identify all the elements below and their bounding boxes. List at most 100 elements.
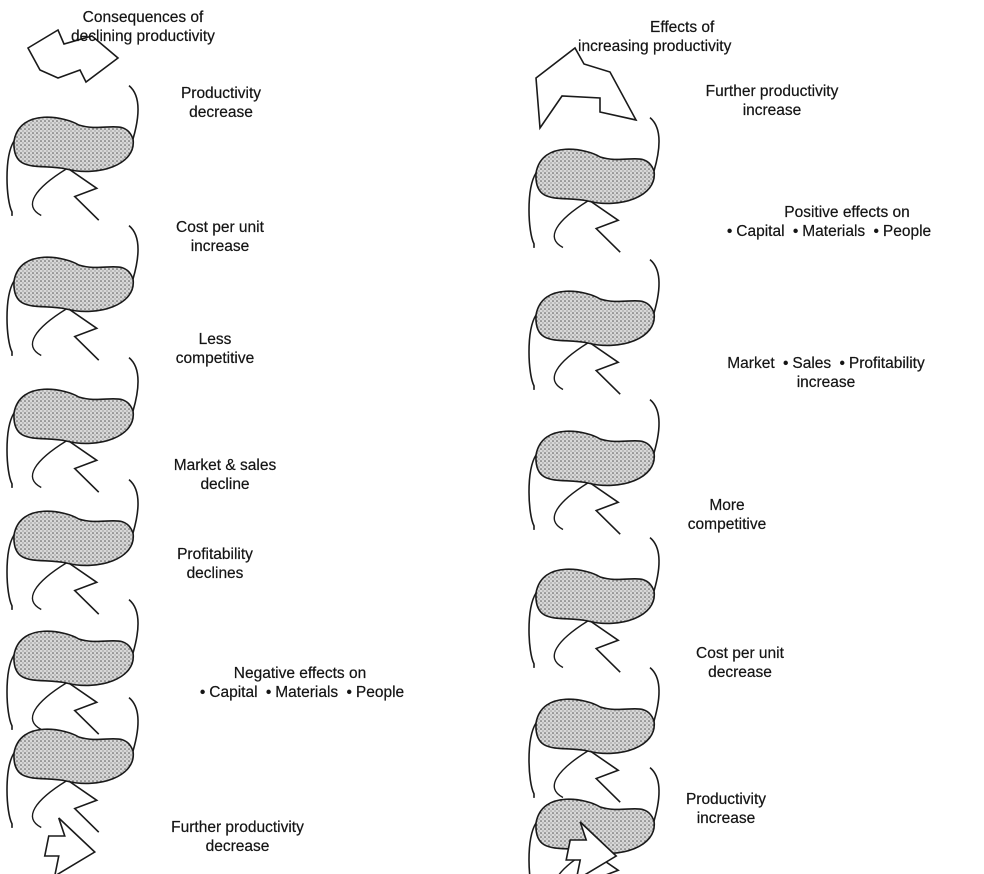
left-step-1-line-2: decrease (146, 103, 296, 122)
left-spiral-band-3 (14, 389, 133, 443)
left-spiral-edge-right-3 (129, 358, 138, 411)
left-spiral-edge-right-6 (129, 698, 138, 751)
left-spiral-inner-edge-1 (32, 169, 66, 215)
right-spiral-curl-left-4 (529, 593, 536, 668)
left-bullet-people: People (356, 684, 404, 701)
right-spiral-edge-right-2 (650, 260, 659, 313)
right-step-4-line-1: More (672, 496, 782, 515)
right-spiral-crossing-1 (590, 201, 620, 252)
left-spiral-band-4 (14, 511, 133, 565)
left-spiral-crossing-5 (69, 683, 99, 734)
left-spiral-band-1 (14, 117, 133, 171)
left-step-3-line-2: competitive (165, 349, 265, 368)
right-spiral-edge-right-6 (650, 768, 659, 821)
declining-spiral-arrow (7, 30, 138, 874)
left-spiral-edge-right-1 (129, 86, 138, 139)
left-spiral-inner-edge-4 (32, 563, 66, 609)
bullet-icon: • (346, 683, 351, 702)
right-spiral-inner-edge-1 (554, 201, 588, 247)
left-step-4-line-1: Market & sales (150, 456, 300, 475)
left-spiral-arrowhead (45, 818, 95, 874)
left-spiral-curl-left-2 (7, 281, 14, 356)
right-step-1-line-2: increase (672, 101, 872, 120)
right-spiral-crossing-3 (590, 483, 620, 534)
left-step-2-line-1: Cost per unit (140, 218, 300, 237)
left-step-productivity-decrease: Productivity decrease (146, 84, 296, 122)
left-spiral-edge-right-2 (129, 226, 138, 279)
right-spiral-curl-left-3 (529, 455, 536, 530)
right-step-3-line-2: increase (676, 373, 976, 392)
left-step-5-line-2: declines (140, 564, 290, 583)
right-spiral-inner-edge-4 (554, 621, 588, 667)
left-spiral-crossing-6 (69, 781, 99, 832)
left-step-3-line-1: Less (165, 330, 265, 349)
right-heading: Effects of increasing productivity (578, 18, 818, 56)
right-step-2-bullets: •Capital •Materials •People (672, 222, 982, 241)
right-spiral-edge-right-1 (650, 118, 659, 171)
left-step-7-line-1: Further productivity (145, 818, 330, 837)
left-step-7-line-2: decrease (145, 837, 330, 856)
left-spiral-inner-edge-3 (32, 441, 66, 487)
right-step-5-line-1: Cost per unit (670, 644, 810, 663)
right-spiral-curl-left-5 (529, 723, 536, 798)
left-step-profitability-declines: Profitability declines (140, 545, 290, 583)
right-spiral-band-5 (536, 699, 654, 753)
right-step-4-line-2: competitive (672, 515, 782, 534)
right-inline-profitability: Profitability (849, 355, 925, 372)
right-step-2-line-1: Positive effects on (672, 203, 982, 222)
left-step-2-line-2: increase (140, 237, 300, 256)
right-spiral-edge-right-4 (650, 538, 659, 591)
right-step-productivity-increase: Productivity increase (666, 790, 786, 828)
increasing-spiral-arrow (529, 48, 659, 874)
left-spiral-crossing-2 (69, 309, 99, 360)
left-spiral-band-5 (14, 631, 133, 685)
left-bullet-materials: Materials (275, 684, 338, 701)
left-step-less-competitive: Less competitive (165, 330, 265, 368)
right-spiral-band-3 (536, 431, 654, 485)
left-bullet-capital: Capital (209, 684, 257, 701)
right-spiral-curl-left-1 (529, 173, 536, 248)
bullet-icon: • (783, 354, 788, 373)
right-step-cost-per-unit-decrease: Cost per unit decrease (670, 644, 810, 682)
left-step-6-bullets: •Capital •Materials •People (150, 683, 450, 702)
bullet-icon: • (839, 354, 844, 373)
right-step-further-productivity-increase: Further productivity increase (672, 82, 872, 120)
bullet-icon: • (793, 222, 798, 241)
right-spiral-band-1 (536, 149, 654, 203)
right-spiral-crossing-5 (590, 751, 620, 802)
right-bullet-capital: Capital (736, 223, 784, 240)
left-spiral-curl-left-4 (7, 535, 14, 610)
right-inline-market: Market (727, 355, 774, 372)
left-heading-line-2: declining productivity (28, 27, 258, 46)
right-step-market-sales-profitability: Market •Sales •Profitability increase (676, 354, 976, 392)
right-step-1-line-1: Further productivity (672, 82, 872, 101)
right-step-6-line-1: Productivity (666, 790, 786, 809)
right-step-positive-effects: Positive effects on •Capital •Materials … (672, 203, 982, 241)
left-step-cost-per-unit-increase: Cost per unit increase (140, 218, 300, 256)
left-spiral-curl-left-5 (7, 655, 14, 730)
left-heading-line-1: Consequences of (28, 8, 258, 27)
left-spiral-curl-left-1 (7, 141, 14, 216)
left-heading: Consequences of declining productivity (28, 8, 258, 46)
right-step-3-inline: Market •Sales •Profitability (676, 354, 976, 373)
left-step-market-sales-decline: Market & sales decline (150, 456, 300, 494)
bullet-icon: • (727, 222, 732, 241)
left-step-6-line-1: Negative effects on (150, 664, 450, 683)
bullet-icon: • (266, 683, 271, 702)
bullet-icon: • (873, 222, 878, 241)
right-spiral-crossing-2 (590, 343, 620, 394)
right-spiral-inner-edge-2 (554, 343, 588, 389)
left-spiral-inner-edge-5 (32, 683, 66, 729)
left-step-further-productivity-decrease: Further productivity decrease (145, 818, 330, 856)
right-inline-sales: Sales (792, 355, 831, 372)
right-heading-line-1: Effects of (578, 18, 818, 37)
left-spiral-band-2 (14, 257, 133, 311)
left-step-4-line-2: decline (150, 475, 300, 494)
right-spiral-top-arrowhead (536, 48, 636, 128)
left-spiral-edge-right-5 (129, 600, 138, 653)
left-spiral-curl-left-6 (7, 753, 14, 828)
bullet-icon: • (200, 683, 205, 702)
left-spiral-crossing-3 (69, 441, 99, 492)
